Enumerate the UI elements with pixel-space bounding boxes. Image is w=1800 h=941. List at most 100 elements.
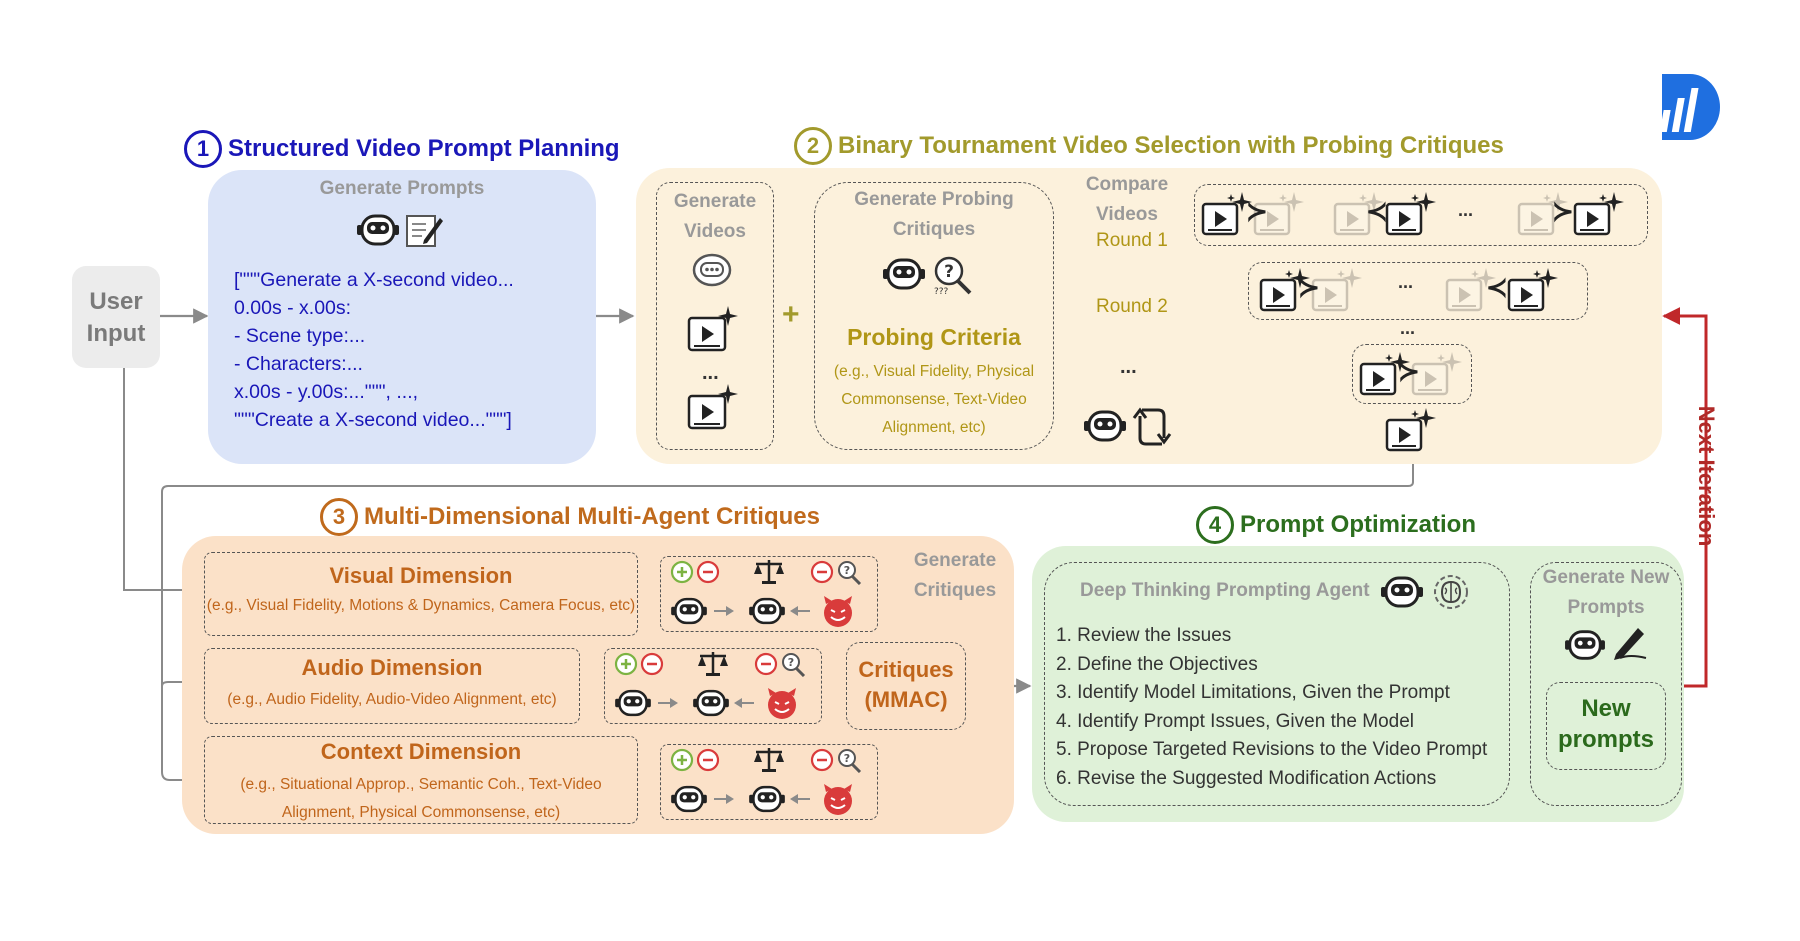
context-desc-line: (e.g., Situational Approp., Semantic Coh… — [240, 776, 602, 793]
svg-text:?: ? — [844, 752, 850, 765]
generate-critiques-label: Generate Critiques — [900, 546, 1010, 606]
probing-criteria-desc: (e.g., Visual Fidelity, Physical Commons… — [814, 358, 1054, 442]
generate-videos-line1: Generate — [673, 191, 757, 212]
critiques-mmac-box: Critiques (MMAC) — [846, 642, 966, 730]
step2-title: 2 Binary Tournament Video Selection with… — [794, 127, 1504, 165]
visual-dimension-title: Visual Dimension — [329, 563, 513, 588]
generate-probing-line2: Critiques — [892, 219, 976, 240]
gen-new-line2: Prompts — [1567, 597, 1645, 618]
robot-icon — [670, 782, 708, 821]
probing-critiques-box: Generate Probing Critiques — [814, 182, 1054, 450]
question-magnifier-icon: ? — [780, 651, 806, 682]
step4-panel — [1032, 546, 1684, 822]
step4-title: 4 Prompt Optimization — [1196, 506, 1476, 544]
svg-text:?: ? — [944, 262, 954, 282]
plus-circle-icon — [614, 652, 638, 681]
step1-number: 1 — [184, 130, 222, 168]
robot-icon — [614, 686, 652, 725]
context-agents-box — [660, 744, 878, 820]
code-line: x.00s - y.00s:...""", ..., — [234, 381, 419, 403]
step4-number: 4 — [1196, 506, 1234, 544]
user-input-box: User Input — [72, 266, 160, 368]
context-dimension-title: Context Dimension — [320, 739, 522, 764]
plus-sign: + — [782, 298, 800, 331]
compare-line1: Compare — [1085, 174, 1169, 195]
step3-panel — [182, 536, 1014, 834]
faded-video-icon — [1310, 266, 1364, 321]
critiques-line1: Critiques — [858, 657, 954, 682]
devil-critic-icon — [820, 782, 856, 821]
deep-thinking-label: Deep Thinking Prompting Agent — [1080, 580, 1370, 601]
robot-icon — [748, 594, 786, 633]
video-icon — [1384, 190, 1438, 245]
brain-gear-icon — [1430, 572, 1472, 617]
faded-video-icon — [1332, 190, 1386, 245]
preference-less-symbol: ≺ — [1486, 272, 1508, 302]
minus-circle-icon — [696, 748, 720, 777]
visual-dimension-desc: (e.g., Visual Fidelity, Motions & Dynami… — [206, 597, 636, 614]
critiques-line2: (MMAC) — [864, 687, 948, 712]
tournament-ellipsis: ... — [1458, 200, 1474, 220]
tournament-ellipsis: ... — [1398, 272, 1414, 292]
arrow-left-icon — [790, 792, 812, 810]
generate-critiques-line2: Critiques — [913, 580, 997, 601]
generate-critiques-line1: Generate — [913, 550, 997, 571]
user-input-line1: User — [89, 288, 143, 315]
code-line: - Scene type:... — [234, 325, 366, 347]
generate-videos-box: Generate Videos — [656, 182, 774, 450]
robot-icon — [1564, 626, 1606, 669]
compare-line2: Videos — [1096, 204, 1158, 225]
step-item: 2. Define the Objectives — [1056, 653, 1258, 675]
step-item: 3. Identify Model Limitations, Given the… — [1056, 682, 1450, 703]
new-prompts-line1: New — [1581, 695, 1631, 722]
faded-video-icon — [1444, 266, 1498, 321]
generated-video-icon — [686, 382, 740, 439]
video-icon — [1358, 350, 1412, 405]
visual-dimension-box: Visual Dimension (e.g., Visual Fidelity,… — [204, 552, 638, 636]
preference-greater-symbol: ≻ — [1552, 196, 1574, 226]
question-magnifier-icon: ???? — [930, 252, 974, 301]
robot-icon — [670, 594, 708, 633]
notepad-pencil-icon — [404, 210, 444, 255]
plus-circle-icon — [670, 748, 694, 777]
new-prompts-box: New prompts — [1546, 682, 1666, 770]
video-icon — [1258, 266, 1312, 321]
robot-icon — [356, 210, 400, 255]
question-magnifier-icon: ? — [836, 559, 862, 590]
generate-videos-line2: Videos — [684, 221, 746, 242]
faded-video-icon — [1252, 190, 1306, 245]
video-icon — [1384, 406, 1438, 461]
arrow-right-icon — [712, 792, 734, 810]
audio-dimension-title: Audio Dimension — [301, 655, 483, 680]
generate-new-prompts-box: Generate New Prompts — [1530, 562, 1682, 806]
probing-desc-line: Commonsense, Text-Video — [841, 391, 1027, 408]
compare-videos-label: Compare Videos — [1072, 170, 1182, 230]
prompt-code-block: ["""Generate a X-second video... 0.00s -… — [234, 266, 514, 434]
probing-desc-line: Alignment, etc) — [882, 419, 986, 436]
robot-icon — [692, 686, 730, 725]
preference-greater-symbol: ≻ — [1398, 356, 1420, 386]
devil-critic-icon — [764, 686, 800, 725]
pen-icon — [1610, 622, 1650, 667]
step1-title: 1 Structured Video Prompt Planning — [184, 130, 620, 168]
audio-dimension-desc: (e.g., Audio Fidelity, Audio-Video Align… — [227, 691, 557, 708]
arrow-left-icon — [734, 696, 756, 714]
visual-agents-box — [660, 556, 878, 632]
question-magnifier-icon: ? — [836, 747, 862, 778]
code-line: ["""Generate a X-second video... — [234, 269, 514, 291]
plus-circle-icon — [670, 560, 694, 589]
minus-circle-icon — [810, 560, 834, 589]
context-desc-line: Alignment, Physical Commonsense, etc) — [281, 804, 561, 821]
step4-title-text: Prompt Optimization — [1240, 511, 1476, 538]
preference-less-symbol: ≺ — [1366, 196, 1388, 226]
step2-title-text: Binary Tournament Video Selection with P… — [838, 132, 1504, 159]
step-item: 4. Identify Prompt Issues, Given the Mod… — [1056, 710, 1415, 732]
round2-label: Round 2 — [1096, 296, 1168, 317]
swap-icon — [1132, 404, 1172, 453]
devil-critic-icon — [820, 594, 856, 633]
minus-circle-icon — [696, 560, 720, 589]
logo — [1659, 74, 1720, 140]
minus-circle-icon — [810, 748, 834, 777]
probing-desc-line: (e.g., Visual Fidelity, Physical — [833, 363, 1035, 380]
video-icon — [1572, 190, 1626, 245]
